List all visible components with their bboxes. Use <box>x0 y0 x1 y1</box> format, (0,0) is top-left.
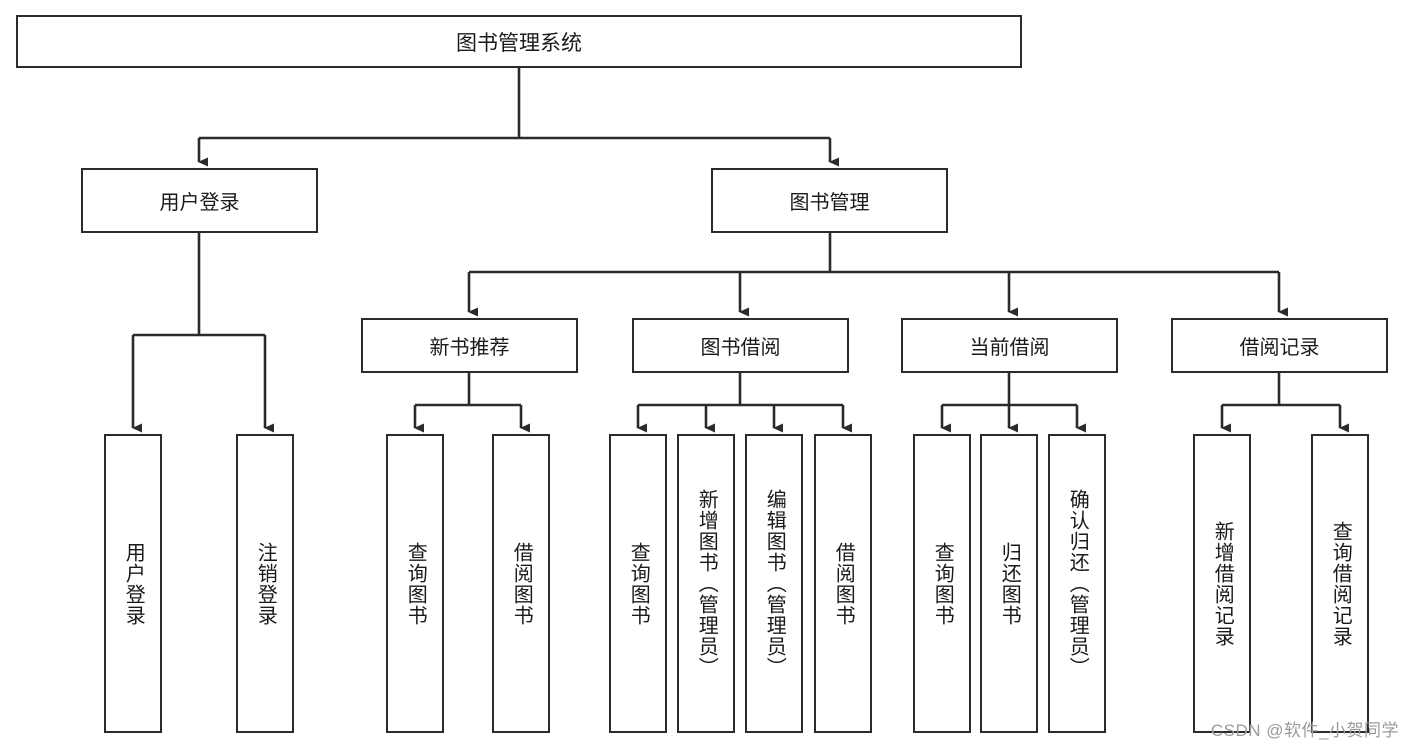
node-borrow-record-label: 借阅记录 <box>1239 337 1320 359</box>
node-current-borrow-label: 当前借阅 <box>969 337 1050 359</box>
node-leaf-confirm-return-label: 确认归还（管理员） <box>1066 489 1089 678</box>
node-leaf-logout-label: 注销登录 <box>254 541 277 626</box>
node-root[interactable]: 图书管理系统 <box>16 15 1022 68</box>
node-leaf-query-book-3-label: 查询图书 <box>931 541 954 626</box>
node-leaf-borrow-book-1-label: 借阅图书 <box>510 541 533 626</box>
node-leaf-add-record[interactable]: 新增借阅记录 <box>1193 434 1251 733</box>
node-leaf-query-book-2-label: 查询图书 <box>627 541 650 626</box>
node-leaf-query-book-3[interactable]: 查询图书 <box>913 434 971 733</box>
node-leaf-borrow-book-1[interactable]: 借阅图书 <box>492 434 550 733</box>
node-new-book-recommend-label: 新书推荐 <box>429 337 510 359</box>
node-leaf-query-book-1-label: 查询图书 <box>404 541 427 626</box>
node-user-login[interactable]: 用户登录 <box>81 168 318 233</box>
node-leaf-add-book-label: 新增图书（管理员） <box>695 489 718 678</box>
watermark: CSDN @软件_小贺同学 <box>1210 721 1399 740</box>
node-book-management[interactable]: 图书管理 <box>711 168 948 233</box>
node-new-book-recommend[interactable]: 新书推荐 <box>361 318 578 373</box>
node-leaf-borrow-book-2-label: 借阅图书 <box>832 541 855 626</box>
node-leaf-return-book-label: 归还图书 <box>998 541 1021 626</box>
node-leaf-borrow-book-2[interactable]: 借阅图书 <box>814 434 872 733</box>
node-leaf-user-login-label: 用户登录 <box>122 541 145 626</box>
node-leaf-query-book-2[interactable]: 查询图书 <box>609 434 667 733</box>
node-leaf-edit-book[interactable]: 编辑图书（管理员） <box>745 434 803 733</box>
node-borrow-record[interactable]: 借阅记录 <box>1171 318 1388 373</box>
node-leaf-return-book[interactable]: 归还图书 <box>980 434 1038 733</box>
node-leaf-query-book-1[interactable]: 查询图书 <box>386 434 444 733</box>
node-leaf-edit-book-label: 编辑图书（管理员） <box>763 489 786 678</box>
node-current-borrow[interactable]: 当前借阅 <box>901 318 1118 373</box>
node-root-label: 图书管理系统 <box>456 31 582 55</box>
node-leaf-add-book[interactable]: 新增图书（管理员） <box>677 434 735 733</box>
node-leaf-user-login[interactable]: 用户登录 <box>104 434 162 733</box>
node-book-borrow-label: 图书借阅 <box>700 337 781 359</box>
node-book-borrow[interactable]: 图书借阅 <box>632 318 849 373</box>
node-book-management-label: 图书管理 <box>789 192 870 214</box>
node-leaf-add-record-label: 新增借阅记录 <box>1211 520 1234 647</box>
node-leaf-confirm-return[interactable]: 确认归还（管理员） <box>1048 434 1106 733</box>
node-leaf-query-record-label: 查询借阅记录 <box>1329 520 1352 647</box>
node-leaf-query-record[interactable]: 查询借阅记录 <box>1311 434 1369 733</box>
node-user-login-label: 用户登录 <box>159 192 240 214</box>
node-leaf-logout[interactable]: 注销登录 <box>236 434 294 733</box>
